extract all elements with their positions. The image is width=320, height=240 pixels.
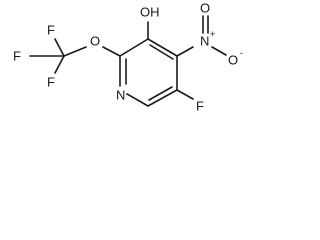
nitro-oxygen-charge: - — [240, 48, 243, 58]
bond-c5-c6-inner — [148, 86, 173, 101]
bond-c2-c3 — [119, 38, 149, 57]
fluorine-bottom-label: F — [47, 75, 55, 90]
hydroxyl-label: OH — [140, 5, 160, 20]
bond-c2-o — [102, 46, 121, 57]
nitro-nitrogen-charge: + — [210, 29, 215, 39]
nitro-oxygen-double-label: O — [200, 1, 210, 16]
ether-oxygen-label: O — [90, 34, 100, 49]
bond-c6-n1 — [126, 93, 149, 107]
ring-fluorine-label: F — [196, 99, 204, 114]
fluorine-top-label: F — [47, 23, 55, 38]
bond-c3-c4-inner — [149, 44, 174, 60]
bond-o-cf3 — [63, 46, 87, 57]
bond-n-o-right — [211, 46, 227, 56]
bond-c5-c6 — [147, 89, 178, 107]
fluorine-left-label: F — [13, 49, 21, 64]
nitro-nitrogen-label: N — [200, 34, 209, 49]
bond-c5-f — [176, 89, 194, 100]
bond-c-f-top — [54, 38, 65, 57]
bond-c4-n — [176, 46, 194, 57]
bond-c3-c4 — [147, 38, 178, 57]
pyridine-ring — [119, 38, 178, 107]
nitro-oxygen-single-label: O — [228, 53, 238, 68]
bond-c-f-bottom — [54, 55, 65, 74]
ring-nitrogen-label: N — [116, 88, 125, 103]
chemical-structure-diagram: OH N + O O - O F F F N F — [13, 1, 243, 114]
